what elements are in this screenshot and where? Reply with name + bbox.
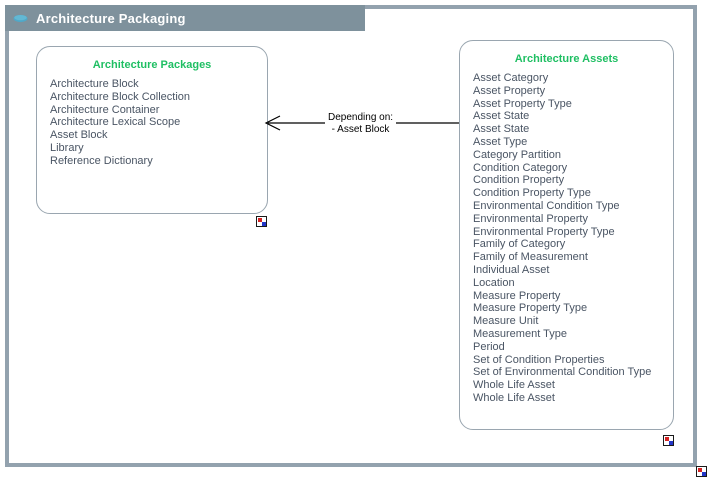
list-item[interactable]: Architecture Container (50, 103, 160, 116)
list-item[interactable]: Asset Property Type (473, 97, 572, 110)
list-item[interactable]: Condition Category (473, 161, 568, 174)
package-title: Architecture Packages (92, 59, 212, 71)
package-item-list: Asset Category Asset Property Asset Prop… (460, 72, 673, 405)
list-item[interactable]: Condition Property (473, 174, 565, 187)
marker-blue-dot (702, 472, 706, 476)
canvas-border-bottom (5, 463, 697, 467)
package-box-architecture-assets[interactable]: Architecture Assets Asset Category Asset… (459, 40, 674, 430)
list-item[interactable]: Measure Property Type (473, 302, 588, 315)
list-item[interactable]: Period (473, 340, 505, 353)
list-item[interactable]: Condition Property Type (473, 187, 591, 200)
page-title: Architecture Packaging (36, 10, 186, 26)
marker-blue-dot (262, 222, 266, 226)
connector-label-line1: Depending on: (328, 112, 394, 123)
list-item[interactable]: Architecture Block Collection (50, 90, 191, 103)
connector-label: Depending on: - Asset Block (325, 112, 397, 136)
window-titlebar[interactable]: Architecture Packaging (5, 5, 365, 31)
list-item[interactable]: Asset Block (50, 129, 108, 142)
list-item[interactable]: Environmental Property Type (473, 225, 615, 238)
package-box-architecture-packages[interactable]: Architecture Packages Architecture Block… (36, 46, 268, 214)
list-item[interactable]: Environmental Condition Type (473, 199, 620, 212)
list-item[interactable]: Asset State (473, 110, 530, 123)
diagram-link-marker-icon[interactable] (696, 466, 707, 477)
list-item[interactable]: Family of Measurement (473, 251, 588, 264)
marker-red-dot (258, 218, 262, 222)
list-item[interactable]: Asset Property (473, 84, 546, 97)
package-item-list: Architecture Block Architecture Block Co… (37, 78, 267, 168)
list-item[interactable]: Architecture Block (50, 78, 139, 90)
diagram-link-marker-icon[interactable] (663, 435, 674, 446)
marker-blue-dot (669, 441, 673, 445)
list-item[interactable]: Family of Category (473, 238, 566, 251)
marker-red-dot (698, 468, 702, 472)
list-item[interactable]: Set of Condition Properties (473, 353, 605, 366)
connector-label-line2: - Asset Block (331, 124, 390, 135)
canvas-border-top (365, 5, 697, 9)
canvas-border-left (5, 5, 9, 467)
list-item[interactable]: Environmental Property (473, 212, 588, 225)
canvas-border-right (693, 5, 697, 467)
list-item[interactable]: Measure Property (473, 289, 561, 302)
list-item[interactable]: Library (50, 141, 84, 154)
marker-red-dot (665, 437, 669, 441)
list-item[interactable]: Asset Category (473, 72, 549, 84)
list-item[interactable]: Measurement Type (473, 327, 567, 340)
list-item[interactable]: Set of Environmental Condition Type (473, 366, 652, 379)
diagram-link-marker-icon[interactable] (256, 216, 267, 227)
package-title: Architecture Assets (514, 53, 619, 65)
list-item[interactable]: Whole Life Asset (473, 379, 555, 392)
list-item[interactable]: Individual Asset (473, 263, 550, 276)
list-item[interactable]: Asset State (473, 123, 530, 136)
list-item[interactable]: Architecture Lexical Scope (50, 116, 181, 129)
list-item[interactable]: Measure Unit (473, 315, 539, 328)
list-item[interactable]: Whole Life Asset (473, 391, 555, 404)
list-item[interactable]: Location (473, 276, 515, 289)
list-item[interactable]: Asset Type (473, 135, 528, 148)
list-item[interactable]: Reference Dictionary (50, 154, 153, 167)
list-item[interactable]: Category Partition (473, 148, 562, 161)
package-lozenge-icon (13, 14, 28, 22)
